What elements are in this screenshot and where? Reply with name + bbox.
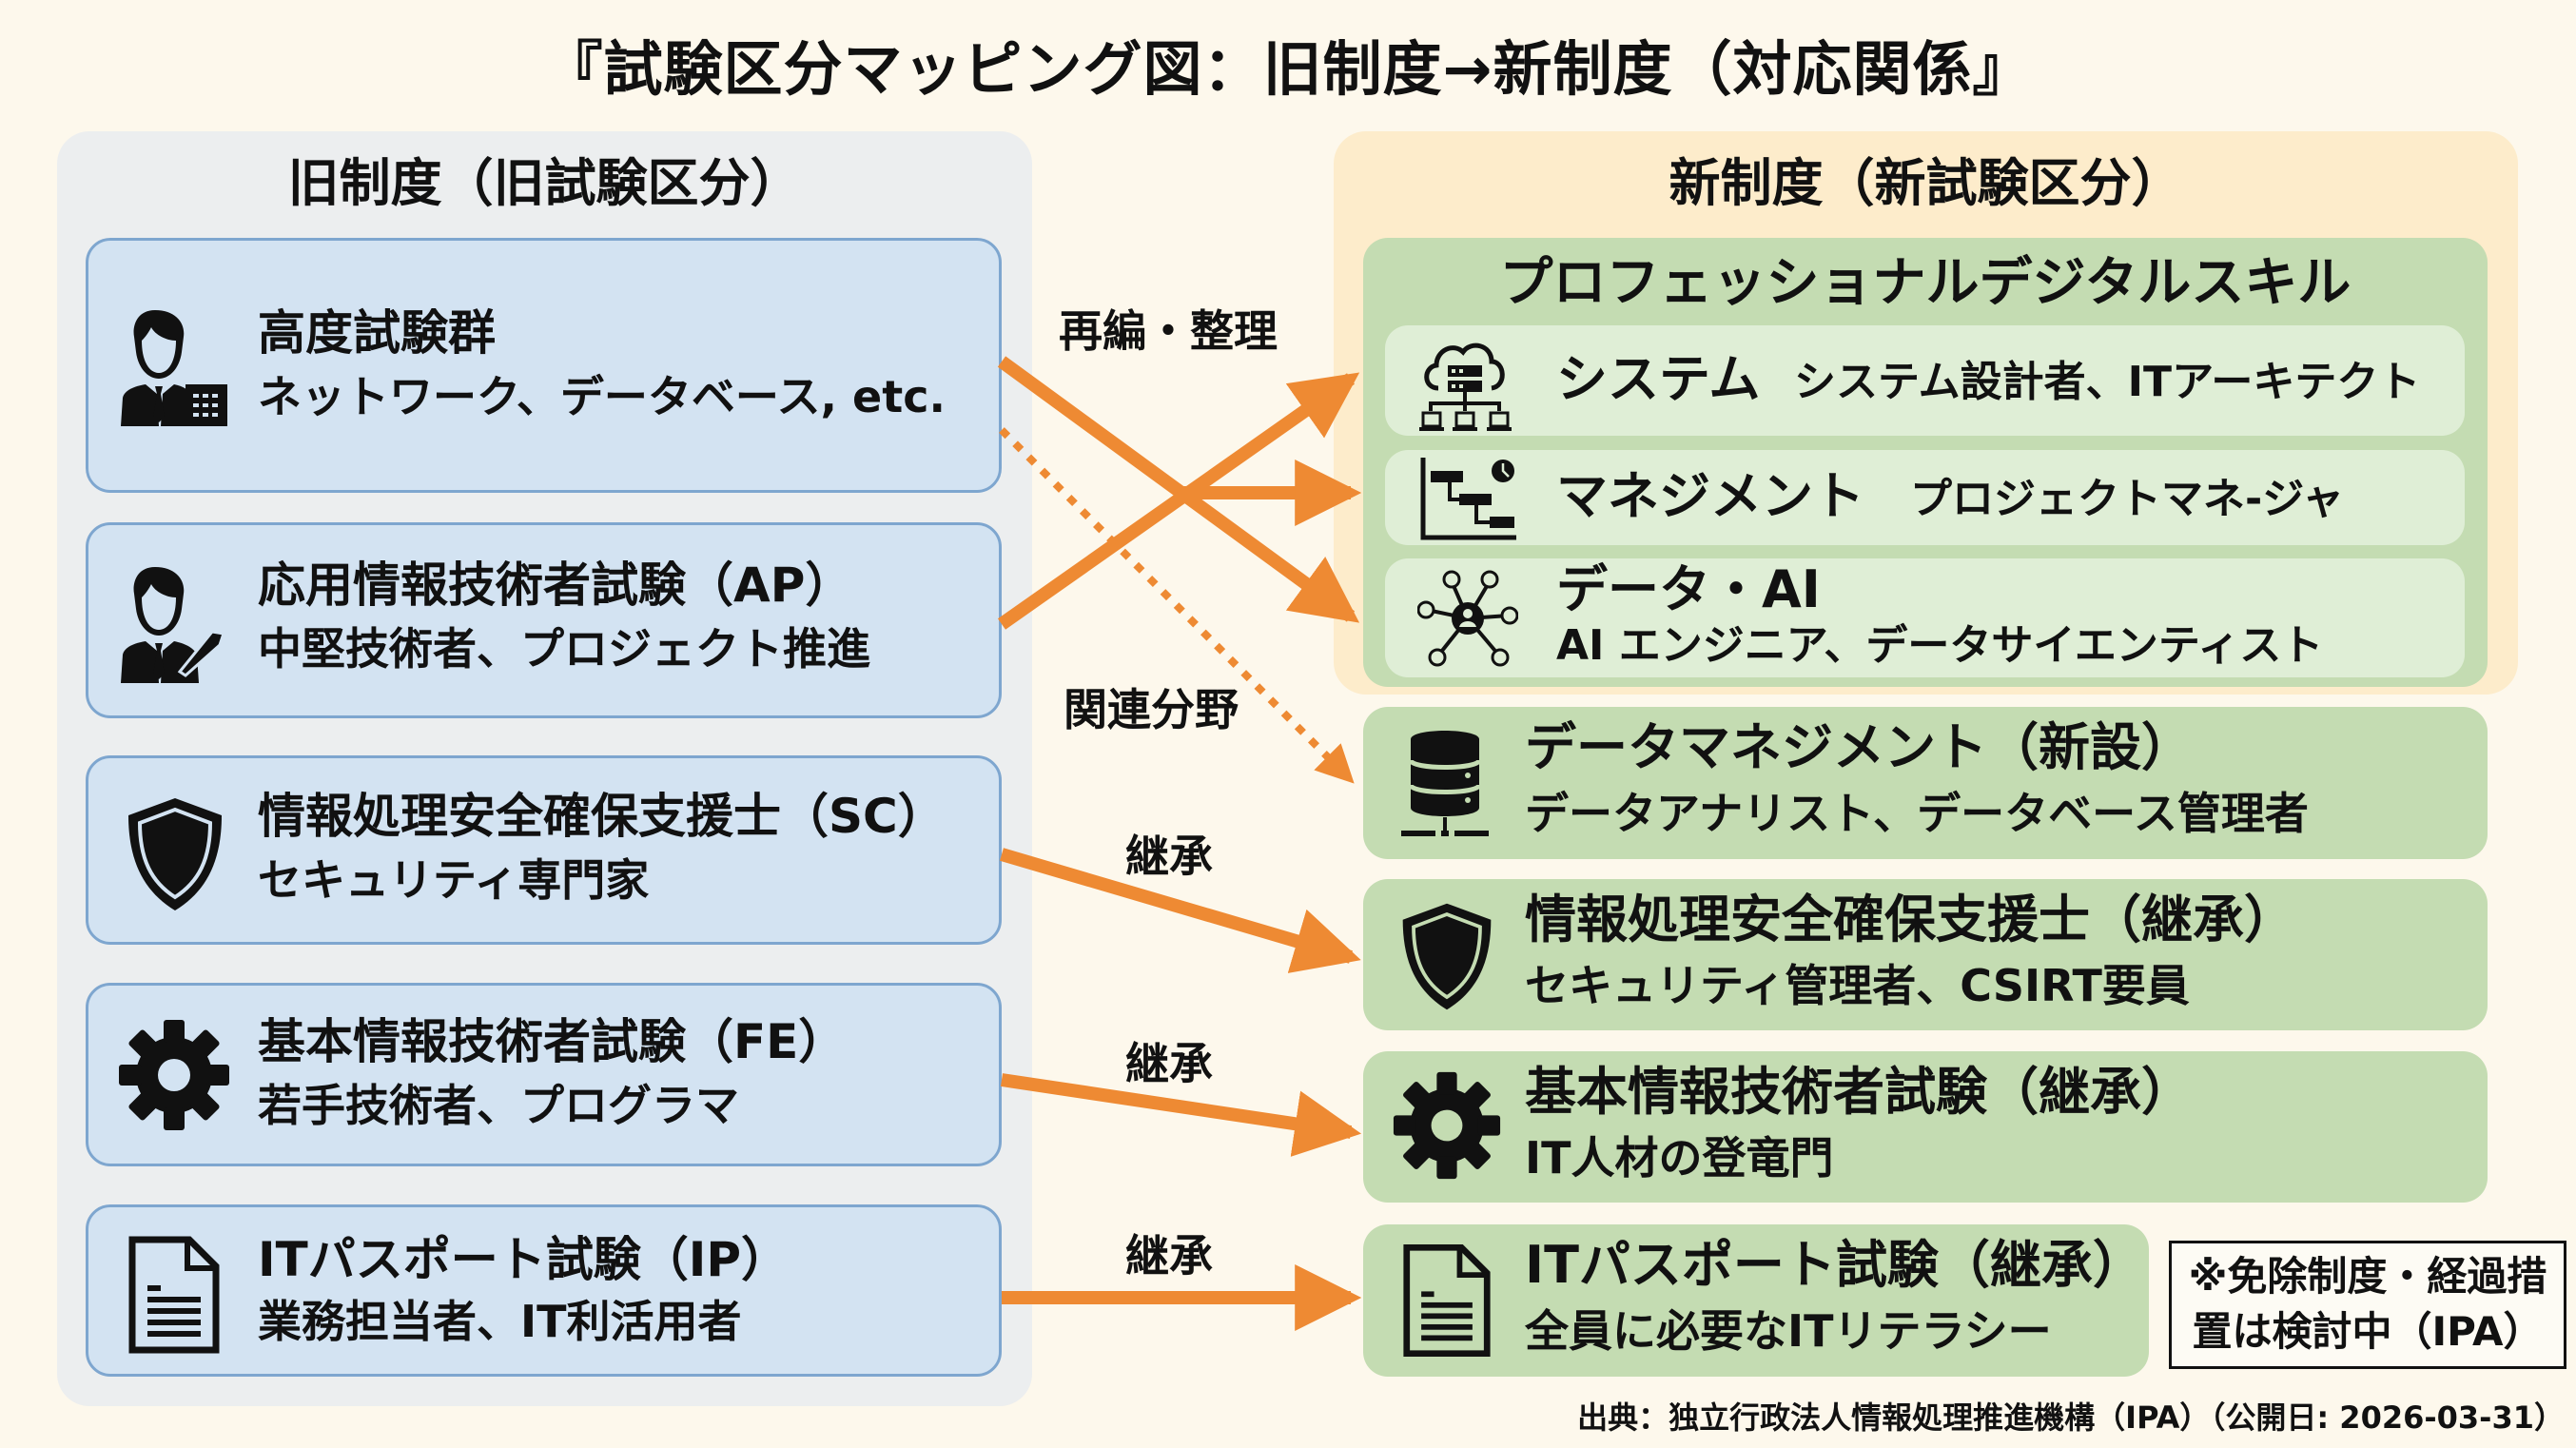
old-item-subtitle: 業務担当者、IT利活用者 — [258, 1296, 742, 1347]
exemption-note-box: ※免除制度・経過措 置は検討中（IPA） — [2169, 1241, 2566, 1369]
inherit-label-ip: 継承 — [1125, 1230, 1213, 1282]
related-field-label: 関連分野 — [1064, 684, 1239, 735]
new-item-subtitle: セキュリティ管理者、CSIRT要員 — [1525, 960, 2190, 1011]
new-system-header: 新制度（新試験区分） — [1669, 153, 2183, 213]
arrow-advanced-to-data-ai — [997, 356, 1360, 623]
new-item-data-management: データマネジメント（新設） データアナリスト、データベース管理者 — [1363, 707, 2488, 859]
old-item-subtitle: ネットワーク、データベース, etc. — [258, 371, 946, 422]
professional-row-data-ai: データ・AI AI エンジニア、データサイエンティスト — [1385, 558, 2465, 677]
old-item-advanced-exams: 高度試験群 ネットワーク、データベース, etc. — [86, 238, 1002, 493]
old-item-ip: ITパスポート試験（IP） 業務担当者、IT利活用者 — [86, 1204, 1002, 1377]
document-icon — [1403, 1243, 1491, 1358]
professional-row-subtitle: プロジェクトマネ-ジャ — [1910, 475, 2345, 523]
shield-icon — [1402, 903, 1492, 1010]
professional-row-system: システム システム設計者、ITアーキテクト — [1385, 325, 2465, 436]
gear-icon — [1393, 1071, 1501, 1180]
old-item-subtitle: 中堅技術者、プロジェクト推進 — [258, 623, 870, 675]
old-item-title: 高度試験群 — [258, 305, 496, 361]
old-item-subtitle: 若手技術者、プログラマ — [258, 1080, 739, 1131]
professional-row-title: システム — [1556, 349, 1761, 409]
note-line-2: 置は検討中（IPA） — [2192, 1308, 2544, 1355]
old-item-subtitle: セキュリティ専門家 — [258, 854, 650, 906]
new-item-title: データマネジメント（新設） — [1525, 717, 2193, 777]
page-title: 『試験区分マッピング図：旧制度→新制度（対応関係』 — [543, 34, 2033, 104]
old-item-title: 応用情報技術者試験（AP） — [258, 558, 853, 613]
old-system-header: 旧制度（旧試験区分） — [287, 153, 802, 213]
professional-row-title: マネジメント — [1556, 466, 1864, 526]
document-icon — [128, 1236, 220, 1354]
shield-icon — [128, 798, 222, 910]
new-item-title: ITパスポート試験（継承） — [1525, 1235, 2144, 1295]
people-network-icon — [1417, 570, 1518, 667]
gantt-chart-clock-icon — [1420, 458, 1516, 540]
professional-row-subtitle: システム設計者、ITアーキテクト — [1794, 358, 2421, 406]
gear-icon — [119, 1020, 229, 1130]
new-item-ip-inherit: ITパスポート試験（継承） 全員に必要なITリテラシー — [1363, 1224, 2149, 1377]
new-item-title: 基本情報技術者試験（継承） — [1525, 1062, 2193, 1122]
old-item-title: 基本情報技術者試験（FE） — [258, 1014, 847, 1069]
inherit-label-fe: 継承 — [1125, 1038, 1213, 1089]
note-line-1: ※免除制度・経過措 — [2188, 1253, 2547, 1300]
old-item-title: ITパスポート試験（IP） — [258, 1232, 789, 1287]
professional-row-title: データ・AI — [1556, 559, 1821, 619]
old-item-fe: 基本情報技術者試験（FE） 若手技術者、プログラマ — [86, 983, 1002, 1166]
source-citation: 出典：独立行政法人情報処理推進機構（IPA）（公開日: 2026-03-31） — [1577, 1399, 2565, 1436]
cloud-server-network-icon — [1419, 342, 1512, 431]
reorganize-label: 再編・整理 — [1059, 305, 1278, 357]
new-item-subtitle: データアナリスト、データベース管理者 — [1525, 788, 2309, 839]
new-item-title: 情報処理安全確保支援士（継承） — [1525, 890, 2295, 949]
arrow-ap-to-system — [997, 372, 1360, 630]
professional-row-subtitle: AI エンジニア、データサイエンティスト — [1556, 621, 2324, 670]
businessman-pen-icon — [121, 567, 225, 683]
database-icon — [1401, 731, 1489, 836]
inherit-label-sc: 継承 — [1125, 831, 1213, 882]
old-item-title: 情報処理安全確保支援士（SC） — [258, 789, 946, 844]
professional-row-management: マネジメント プロジェクトマネ-ジャ — [1385, 450, 2465, 545]
new-item-subtitle: IT人材の登竜門 — [1525, 1132, 1834, 1184]
businessman-building-icon — [121, 310, 227, 426]
professional-group-title: プロフェッショナルデジタルスキル — [1499, 252, 2352, 314]
old-item-ap: 応用情報技術者試験（AP） 中堅技術者、プロジェクト推進 — [86, 522, 1002, 718]
new-item-fe-inherit: 基本情報技術者試験（継承） IT人材の登竜門 — [1363, 1051, 2488, 1203]
new-item-sc-inherit: 情報処理安全確保支援士（継承） セキュリティ管理者、CSIRT要員 — [1363, 879, 2488, 1030]
old-item-sc: 情報処理安全確保支援士（SC） セキュリティ専門家 — [86, 755, 1002, 945]
new-item-subtitle: 全員に必要なITリテラシー — [1525, 1305, 2052, 1357]
